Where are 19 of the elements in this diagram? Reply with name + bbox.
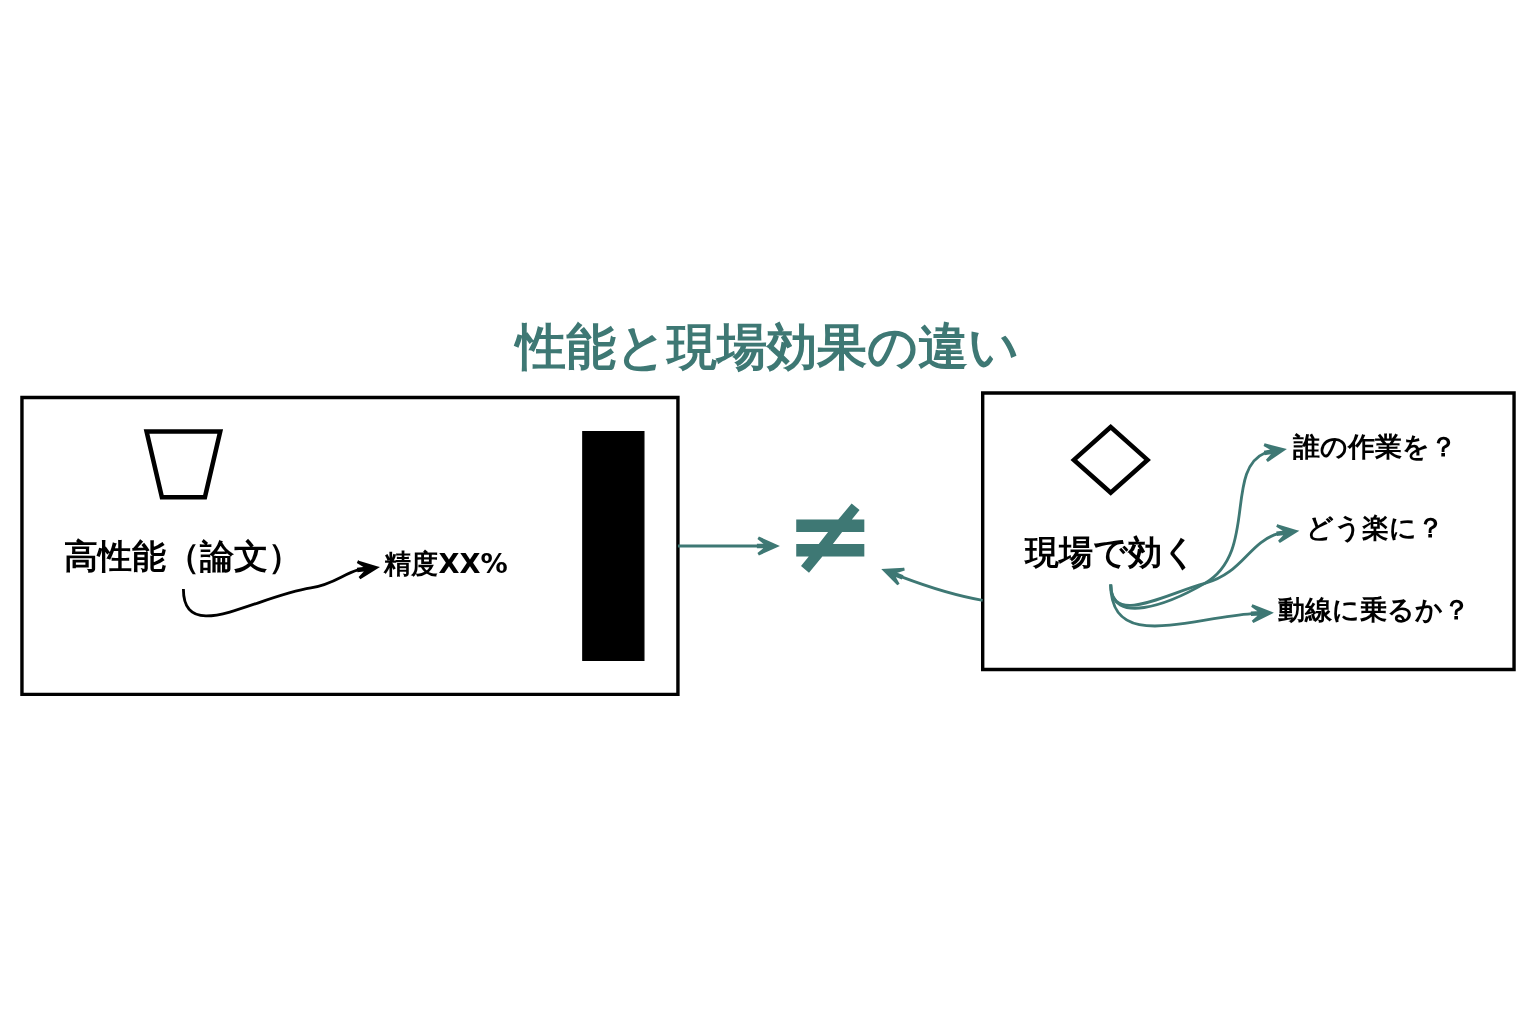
- arrow: [1109, 443, 1285, 610]
- node-text: どう楽に？: [1305, 512, 1444, 544]
- node-text: 誰の作業を？: [1292, 430, 1457, 462]
- node-bar: [582, 431, 645, 661]
- node-text: 動線に乗るか？: [1278, 593, 1471, 625]
- cluster: [981, 391, 1516, 672]
- node-text: 現場で効く: [1024, 531, 1197, 572]
- arrow: [1109, 584, 1272, 628]
- node-text: ≠: [784, 470, 876, 598]
- diagram-title: 性能と現場効果の違い: [515, 317, 1019, 376]
- node-text: 高性能（論文）: [63, 536, 302, 577]
- arrow: [1109, 524, 1298, 607]
- cluster: [20, 395, 680, 697]
- node-picture: [143, 429, 224, 500]
- node-text: 精度XX%: [384, 548, 508, 580]
- node-picture: [1070, 424, 1151, 496]
- arrow: [883, 567, 983, 602]
- arrow: [182, 560, 378, 618]
- arrow: [677, 536, 778, 556]
